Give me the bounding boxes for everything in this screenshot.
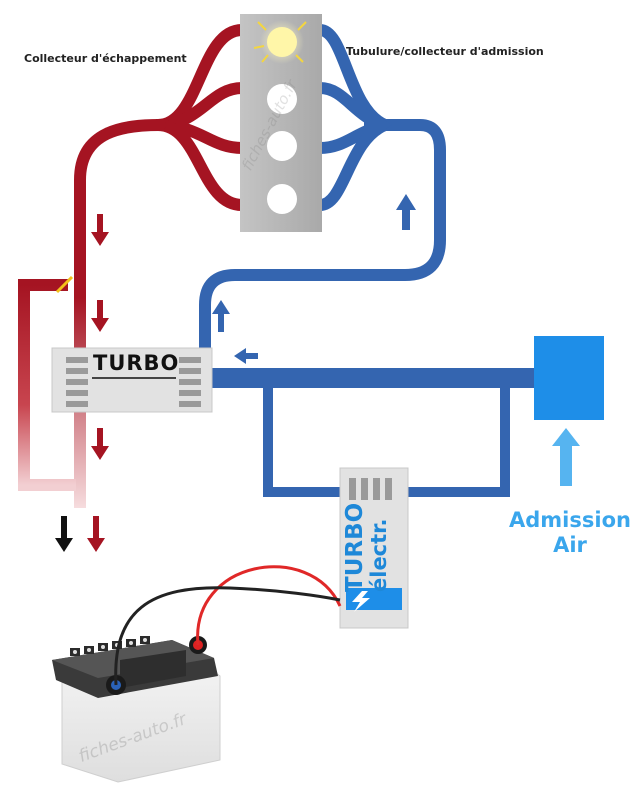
eturbo-label-line1: TURBO: [342, 502, 368, 592]
electric-turbo: [339, 467, 409, 629]
cylinder-3: [267, 131, 297, 161]
air-filter-box: [534, 336, 604, 420]
battery-cable-red: [196, 565, 342, 646]
battery-cable-black: [114, 586, 341, 686]
exhaust-manifold-label: Collecteur d'échappement: [24, 52, 187, 65]
eturbo-loop: [263, 388, 510, 497]
admission-label-line1: Admission: [509, 508, 631, 532]
eturbo-label-line2: électr.: [367, 518, 391, 592]
cylinder-2: [267, 84, 297, 114]
admission-label-line2: Air: [553, 533, 587, 557]
admission-air-label: Admission Air: [505, 508, 635, 558]
intake-arrowhead: [364, 107, 392, 143]
battery-icon: [52, 636, 221, 783]
lightning-icon: [352, 591, 370, 612]
intake-flow-arrows: [212, 194, 416, 364]
engine-block: [240, 14, 322, 232]
intake-manifold-label: Tubulure/collecteur d'admission: [346, 45, 544, 58]
exhaust-flow-arrows: [87, 214, 109, 552]
intake-pipe: [205, 368, 540, 388]
turbo-label: TURBO: [93, 351, 180, 375]
air-inlet-arrow: [552, 428, 580, 486]
spark-icon: [253, 21, 307, 63]
exhaust-manifold: [74, 24, 248, 306]
exhaust-outlet-arrow-black: [55, 516, 73, 552]
turbo-unit: [51, 347, 213, 413]
wastegate-valve: [55, 275, 74, 294]
wastegate-bypass: [18, 279, 76, 491]
cylinder-4: [267, 184, 297, 214]
cylinder-1: [267, 27, 297, 57]
